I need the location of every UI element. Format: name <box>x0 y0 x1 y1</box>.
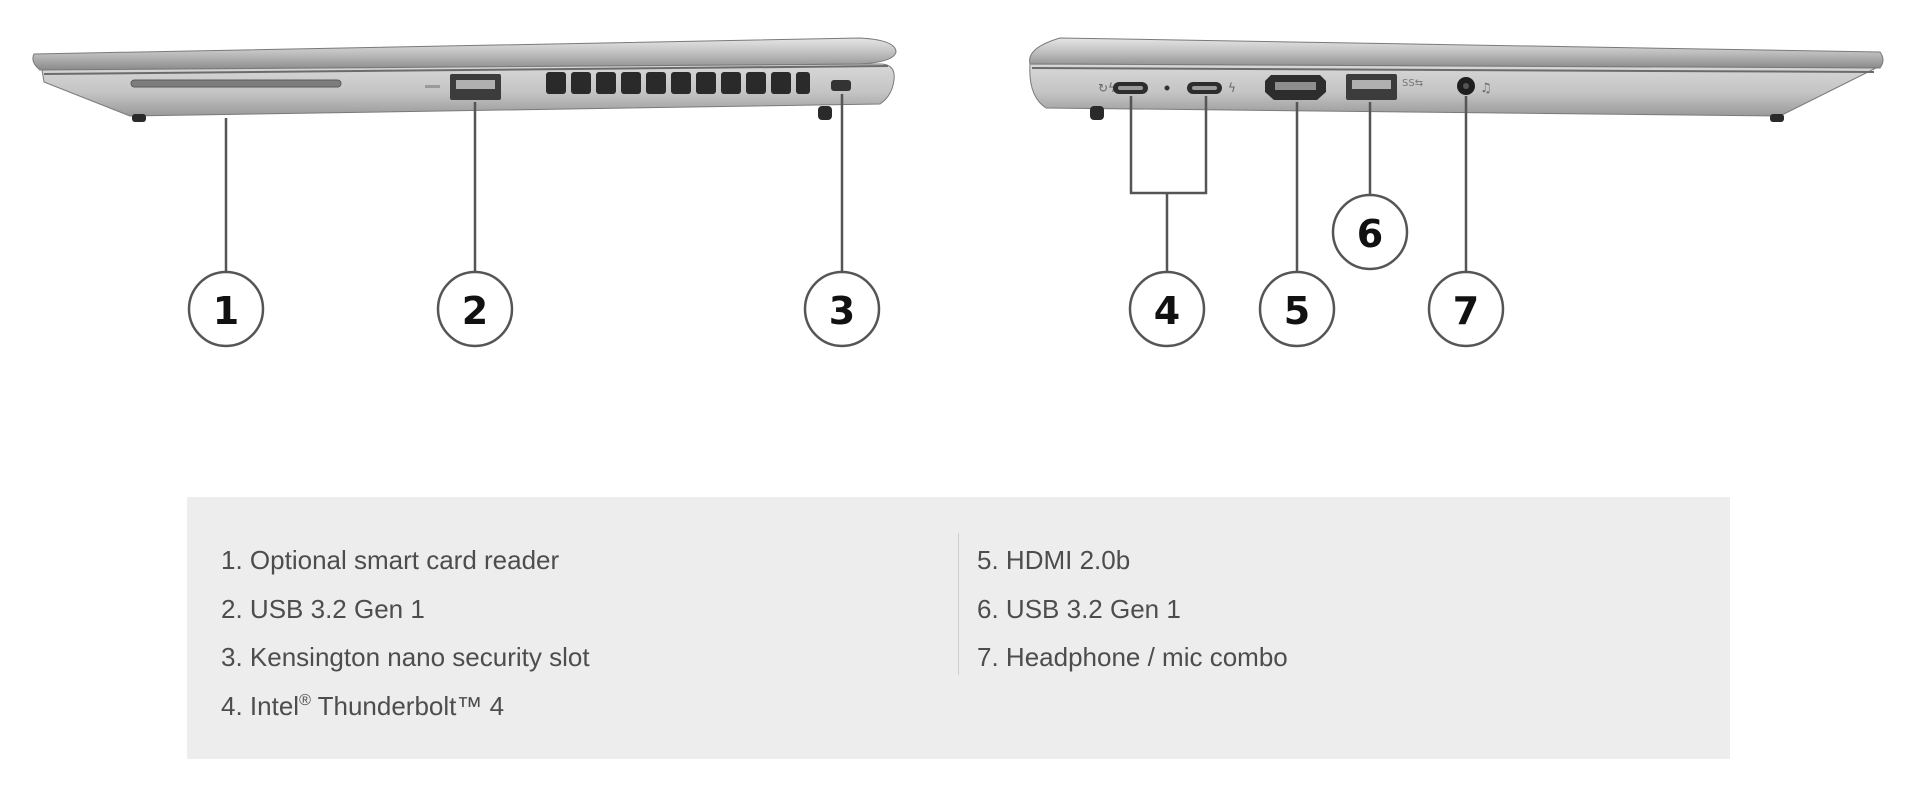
legend-column-left: 1. Optional smart card reader 2. USB 3.2… <box>221 536 590 730</box>
callout-6-label: 6 <box>1357 212 1383 256</box>
legend-item-number: 1. <box>221 545 243 575</box>
callout-5-label: 5 <box>1284 289 1310 333</box>
legend-item-2: 2. USB 3.2 Gen 1 <box>221 585 590 634</box>
legend-item-1: 1. Optional smart card reader <box>221 536 590 585</box>
legend-item-number: 6. <box>977 593 999 624</box>
svg-text:SS⇆: SS⇆ <box>1402 78 1423 89</box>
legend-divider <box>958 533 959 675</box>
callout-6: 6 <box>1331 193 1409 271</box>
legend-item-7: 7. Headphone / mic combo <box>977 633 1288 682</box>
legend-column-right: 5. HDMI 2.0b 6. USB 3.2 Gen 1 7. Headpho… <box>977 536 1288 682</box>
registered-mark: ® <box>299 691 311 709</box>
legend-item-number: 5. <box>977 545 999 575</box>
callout-1: 1 <box>187 270 265 348</box>
callout-4-label: 4 <box>1154 289 1180 333</box>
laptop-side-views: ↻ϟ ϟ SS⇆ ♫ <box>32 37 1884 348</box>
callout-2: 2 <box>436 270 514 348</box>
callout-7-label: 7 <box>1453 289 1479 333</box>
vent-grille <box>546 72 810 94</box>
legend-item-text: Intel <box>249 690 300 721</box>
svg-text:♫: ♫ <box>1480 81 1492 96</box>
legend-item-4: 4. Intel® Thunderbolt™ 4 <box>221 682 590 731</box>
legend-item-text: Headphone / mic combo <box>1005 642 1288 672</box>
laptop-left-side <box>32 37 897 122</box>
legend-box: 1. Optional smart card reader 2. USB 3.2… <box>187 497 1730 759</box>
callout-7: 7 <box>1427 270 1505 348</box>
callout-3: 3 <box>803 270 881 348</box>
callout-1-label: 1 <box>213 289 239 333</box>
callout-3-label: 3 <box>829 289 855 333</box>
kensington-slot <box>831 80 851 91</box>
legend-item-text: Optional smart card reader <box>249 545 560 575</box>
svg-text:ϟ: ϟ <box>1228 81 1236 95</box>
legend-item-text: Kensington nano security slot <box>249 642 590 672</box>
legend-item-text: USB 3.2 Gen 1 <box>1005 593 1181 624</box>
legend-item-5: 5. HDMI 2.0b <box>977 536 1288 585</box>
legend-item-text: USB 3.2 Gen 1 <box>249 593 425 624</box>
legend-item-number: 7. <box>977 642 999 672</box>
laptop-right-side: ↻ϟ ϟ SS⇆ ♫ <box>1029 37 1884 122</box>
legend-item-number: 4. <box>221 690 243 721</box>
svg-text:↻ϟ: ↻ϟ <box>1098 81 1116 95</box>
callout-4: 4 <box>1128 270 1206 348</box>
callout-5: 5 <box>1258 270 1336 348</box>
legend-item-number: 2. <box>221 593 243 624</box>
callout-2-label: 2 <box>462 289 488 333</box>
legend-item-3: 3. Kensington nano security slot <box>221 633 590 682</box>
legend-item-6: 6. USB 3.2 Gen 1 <box>977 585 1288 634</box>
legend-item-number: 3. <box>221 642 243 672</box>
legend-item-text-suffix: Thunderbolt™ 4 <box>310 690 505 721</box>
callout-lines <box>224 94 1468 272</box>
smart-card-slot <box>130 79 342 88</box>
legend-item-text: HDMI 2.0b <box>1005 545 1131 575</box>
